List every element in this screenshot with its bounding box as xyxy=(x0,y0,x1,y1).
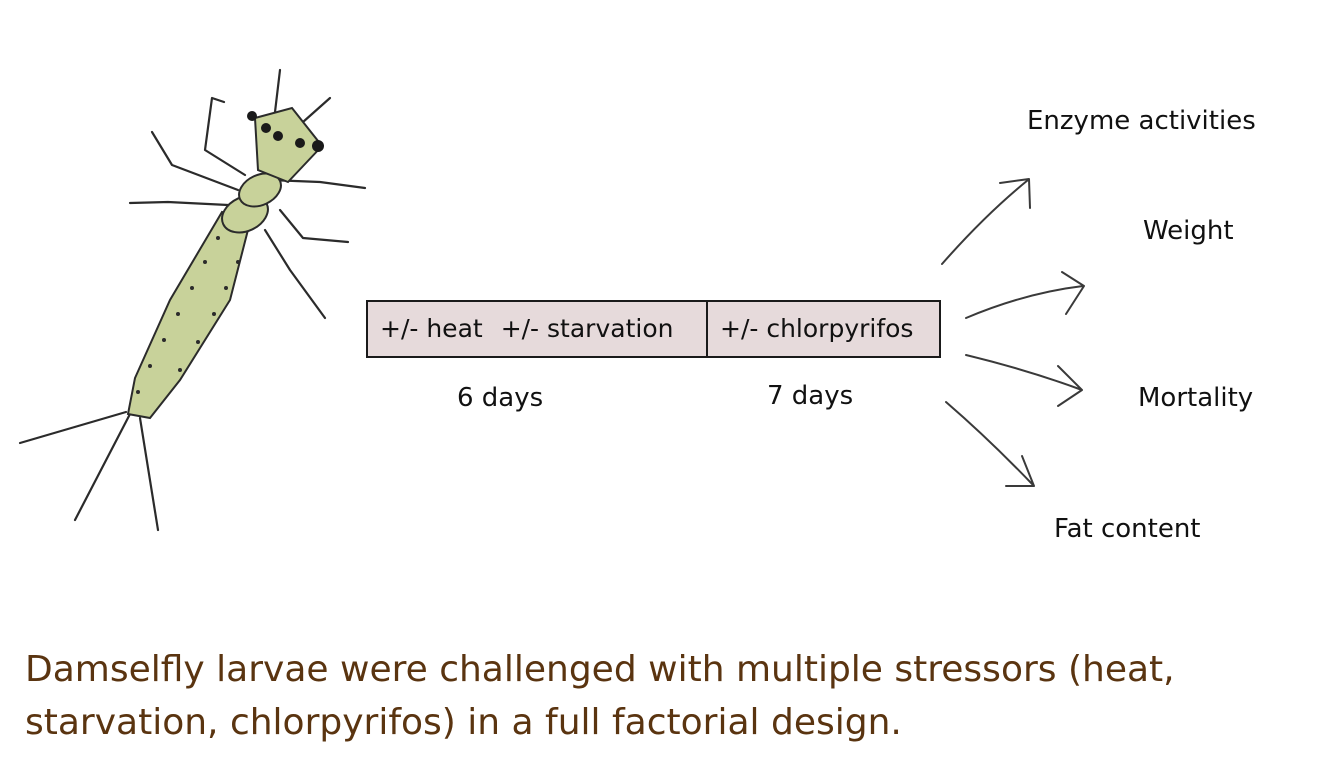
arrow-fat xyxy=(945,401,1035,487)
outcome-arrows xyxy=(941,178,1085,487)
arrow-mortality xyxy=(965,354,1083,407)
starvation-label: +/- starvation xyxy=(500,314,674,343)
outcome-weight: Weight xyxy=(1143,216,1234,246)
exposure-box: +/- chlorpyrifos xyxy=(706,300,941,358)
arrow-weight xyxy=(965,271,1085,319)
caption: Damselfly larvae were challenged with mu… xyxy=(25,643,1285,749)
caption-line-1: Damselfly larvae were challenged with mu… xyxy=(25,649,1175,690)
arrow-enzyme xyxy=(941,178,1031,265)
outcome-mortality: Mortality xyxy=(1138,383,1254,413)
damselfly-larva-illustration xyxy=(18,68,367,532)
duration-label-2: 7 days xyxy=(767,381,854,411)
heat-label: +/- heat xyxy=(380,314,483,343)
treatment-box: +/- heat +/- starvation xyxy=(366,300,708,358)
outcome-fat-content: Fat content xyxy=(1054,514,1201,544)
chlorpyrifos-label: +/- chlorpyrifos xyxy=(720,314,914,343)
outcome-enzyme-activities: Enzyme activities xyxy=(1027,106,1256,136)
duration-label-1: 6 days xyxy=(457,383,544,413)
caption-line-2: starvation, chlorpyrifos) in a full fact… xyxy=(25,702,902,743)
